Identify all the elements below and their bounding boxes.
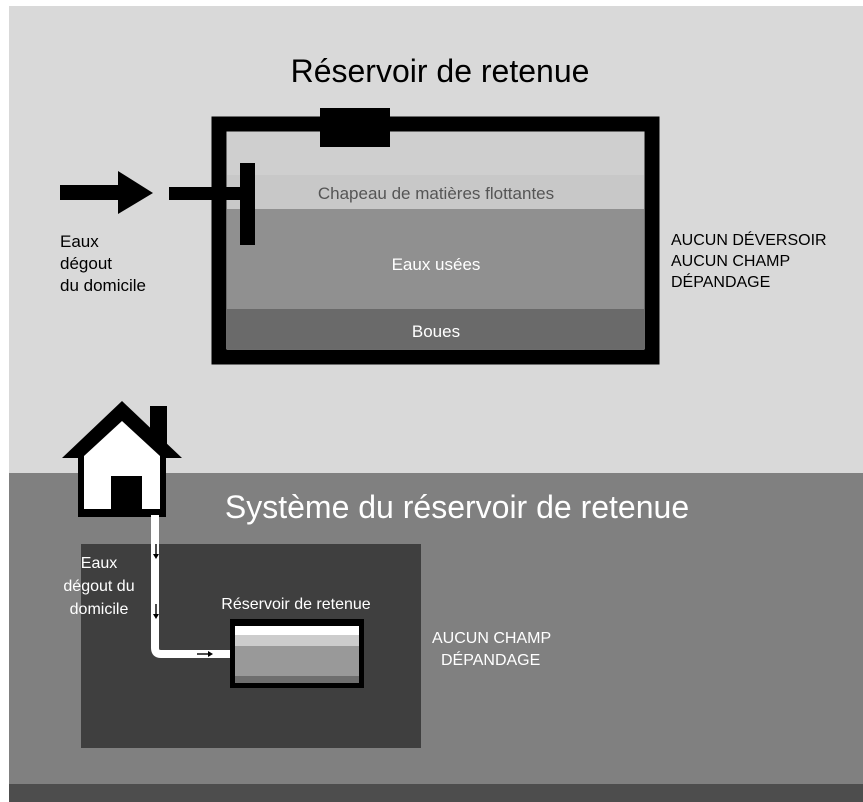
inlet-baffle <box>240 163 255 245</box>
sludge-layer <box>227 309 644 349</box>
top-note-1: AUCUN DÉVERSOIR <box>671 230 827 249</box>
scum-label: Chapeau de matières flottantes <box>318 184 554 203</box>
top-panel-title: Réservoir de retenue <box>291 53 590 89</box>
sewer-pipe <box>151 515 230 658</box>
bottom-panel-title: Système du réservoir de retenue <box>225 489 689 525</box>
bottom-inlet-label-2: dégout du <box>63 578 134 595</box>
bottom-inlet-label-1: Eaux <box>81 555 117 572</box>
inlet-pipe <box>169 187 244 200</box>
top-inlet-label-3: du domicile <box>60 276 146 295</box>
bottom-note-2: DÉPANDAGE <box>441 650 540 669</box>
footer-bar <box>9 784 863 802</box>
top-note-3: DÉPANDAGE <box>671 272 770 291</box>
top-inlet-label-1: Eaux <box>60 232 99 251</box>
small-wastewater-layer <box>235 646 359 676</box>
house-icon <box>62 401 182 517</box>
right-arrow-icon <box>197 651 213 657</box>
bottom-note-1: AUCUN CHAMP <box>432 630 551 647</box>
small-scum-band <box>235 635 359 646</box>
small-scum-layer <box>235 626 359 635</box>
down-arrow-icon <box>153 544 159 559</box>
wastewater-label: Eaux usées <box>392 255 481 274</box>
small-tank-label: Réservoir de retenue <box>221 596 371 613</box>
small-sludge-layer <box>235 676 359 683</box>
down-arrow-icon <box>153 604 159 619</box>
top-note-2: AUCUN CHAMP <box>671 253 790 270</box>
bottom-inlet-label-3: domicile <box>70 601 129 618</box>
access-hatch <box>320 108 390 147</box>
tank-outline <box>211 116 660 365</box>
inflow-arrow-icon <box>60 171 153 214</box>
sludge-label: Boues <box>412 322 460 341</box>
scum-top-band <box>227 131 644 175</box>
wastewater-layer <box>227 209 644 309</box>
top-inlet-label-2: dégout <box>60 254 112 273</box>
